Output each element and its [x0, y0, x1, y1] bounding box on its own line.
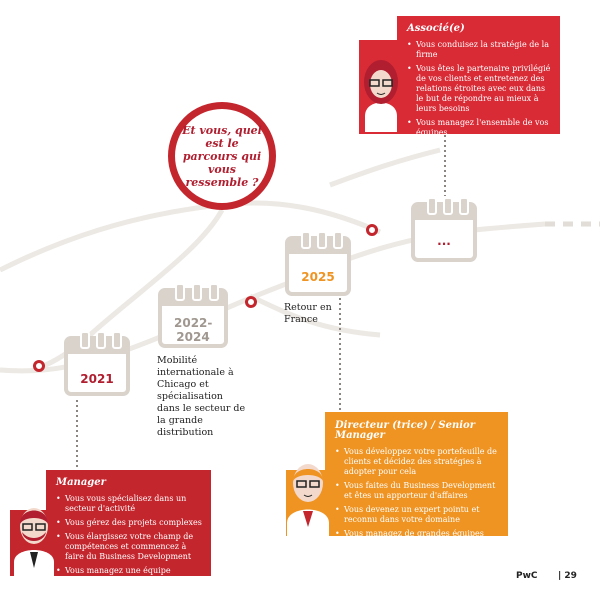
page-number: | 29	[558, 571, 577, 581]
branch-path	[37, 208, 225, 371]
caption-mobility: Mobilité internationale à Chicago et spé…	[157, 355, 246, 438]
manager-avatar	[14, 508, 54, 576]
timeline-dot-2	[245, 296, 257, 308]
calendar-2021: 2021	[64, 331, 130, 396]
question-text: Et vous, quel est le parcours qui vous r…	[182, 123, 262, 189]
director-title: Directeur (trice) / Senior Manager	[335, 420, 475, 441]
director-list: Vous développez votre portefeuille de cl…	[335, 447, 500, 539]
list-item: Vous managez une équipe	[56, 566, 203, 576]
caption-return: Retour en France	[284, 302, 332, 325]
year-label-2025: 2025	[301, 270, 335, 284]
timeline-dot-1	[33, 360, 45, 372]
director-box: Directeur (trice) / Senior Manager Vous …	[325, 412, 508, 539]
associate-box: Associé(e) Vous conduisez la stratégie d…	[397, 16, 560, 137]
manager-box: Manager Vous vous spécialisez dans un se…	[46, 470, 211, 576]
list-item: Vous êtes le partenaire privilégié de vo…	[407, 64, 552, 114]
year-label-2022-2024: 2022-2024	[174, 316, 213, 344]
calendar-future: ...	[411, 197, 477, 262]
list-item: Vous vous spécialisez dans un secteur d'…	[56, 494, 203, 514]
list-item: Vous managez l'ensemble de vos équipes	[407, 118, 552, 138]
list-item: Vous développez votre portefeuille de cl…	[335, 447, 500, 477]
calendar-2022-2024: 2022-2024	[158, 283, 228, 348]
list-item: Vous gérez des projets complexes	[56, 518, 203, 528]
year-label-2021: 2021	[80, 372, 114, 386]
list-item: Vous élargissez votre champ de compétenc…	[56, 532, 203, 562]
list-item: Vous devenez un expert pointu et reconnu…	[335, 505, 500, 525]
manager-list: Vous vous spécialisez dans un secteur d'…	[56, 494, 203, 576]
director-avatar	[287, 464, 329, 537]
top-branch-path	[329, 147, 441, 188]
footer-brand: PwC	[516, 571, 538, 581]
list-item: Vous faites du Business Development et ê…	[335, 481, 500, 501]
manager-title: Manager	[56, 477, 106, 488]
associate-avatar	[364, 60, 398, 132]
lower-branch-path	[248, 293, 381, 338]
list-item: Vous managez de grandes équipes	[335, 529, 500, 539]
timeline-dot-3	[366, 224, 378, 236]
year-label-future: ...	[437, 234, 451, 248]
list-item: Vous conduisez la stratégie de la firme	[407, 40, 552, 60]
associate-title: Associé(e)	[407, 23, 465, 34]
associate-list: Vous conduisez la stratégie de la firme …	[407, 40, 552, 138]
calendar-2025: 2025	[285, 231, 351, 296]
question-bubble: Et vous, quel est le parcours qui vous r…	[168, 102, 276, 210]
